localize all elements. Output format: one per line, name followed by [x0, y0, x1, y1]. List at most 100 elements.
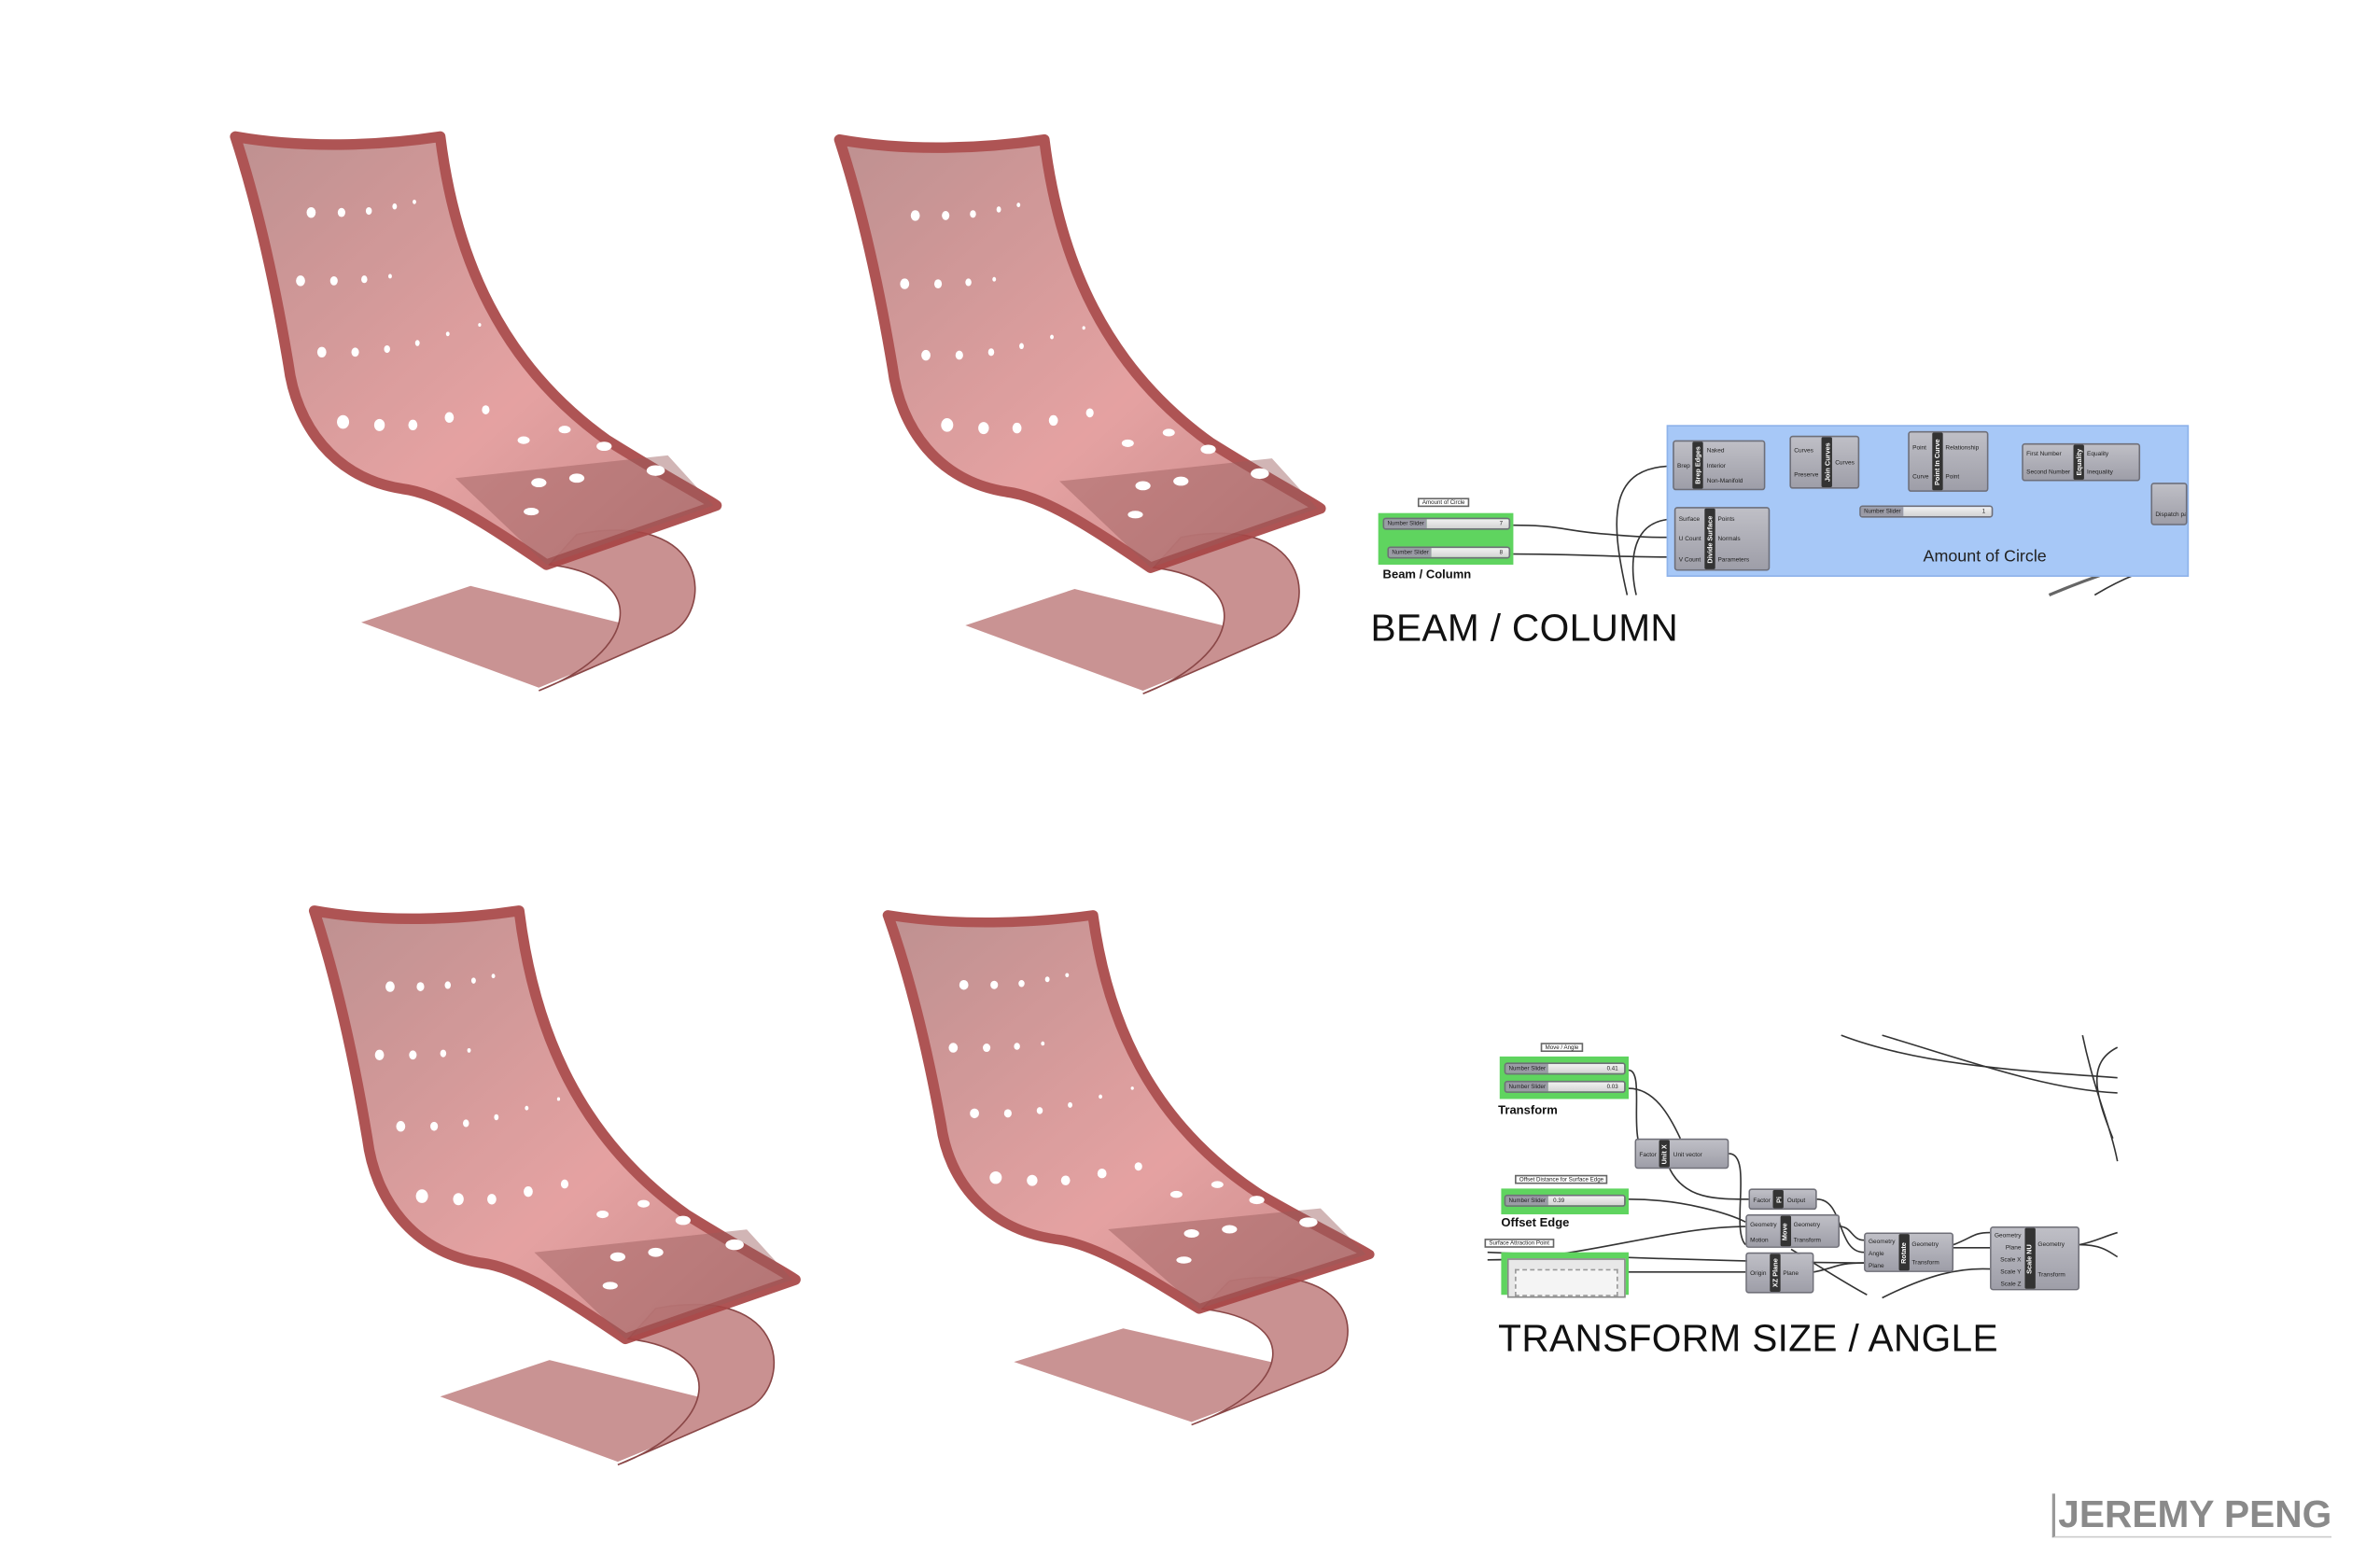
input-motion: Motion	[1750, 1234, 1769, 1243]
input-brep: Brep	[1677, 461, 1690, 469]
input-plane: Plane	[2005, 1242, 2022, 1251]
attraction-point-graph[interactable]	[1506, 1258, 1626, 1298]
slider-label: Number Slider	[1505, 1064, 1549, 1073]
node-name: Pi	[1774, 1196, 1783, 1203]
output-inequality: Inequality	[2087, 467, 2113, 475]
output-relationship: Relationship	[1945, 442, 1980, 452]
tooltip-attraction-point: Surface Attraction Point	[1484, 1239, 1554, 1248]
node-name: Unit X	[1660, 1143, 1669, 1164]
node-name: Rotate	[1899, 1241, 1908, 1264]
slider-label: Number Slider	[1384, 519, 1428, 528]
chair-render-4	[888, 915, 1369, 1424]
output-transform: Transform	[1911, 1257, 1939, 1266]
input-preserve: Preserve	[1794, 470, 1819, 479]
input-curves: Curves	[1794, 445, 1813, 454]
output-output: Output	[1786, 1195, 1806, 1203]
node-name: Point In Curve	[1933, 438, 1941, 485]
input-plane: Plane	[1868, 1260, 1884, 1268]
output-normals: Normals	[1717, 535, 1741, 543]
slider-label: Number Slider	[1505, 1082, 1549, 1092]
input-scale-y: Scale Y	[2000, 1267, 2022, 1275]
node-unit-x[interactable]: Factor Unit X Unit vector	[1634, 1138, 1729, 1170]
slider-value[interactable]: 0.03	[1548, 1082, 1625, 1092]
output-geometry: Geometry	[1793, 1219, 1821, 1227]
input-angle: Angle	[1868, 1248, 1884, 1256]
node-name: Move	[1781, 1222, 1789, 1240]
output-geometry: Geometry	[2037, 1239, 2065, 1248]
node-name: Brep Edges	[1694, 446, 1702, 484]
output-parameters: Parameters	[1717, 554, 1750, 564]
output-geometry: Geometry	[1911, 1239, 1939, 1248]
chair-render-2	[839, 140, 1321, 694]
slider-value[interactable]: 0.41	[1548, 1064, 1625, 1073]
input-surface: Surface	[1678, 514, 1701, 523]
slider-value[interactable]: 0.39	[1548, 1196, 1625, 1206]
slider-value[interactable]: 7	[1427, 519, 1509, 528]
chair-render-3	[315, 911, 796, 1465]
transform-label: Transform	[1498, 1103, 1558, 1117]
tooltip-amount-of-circle: Amount of Circle	[1417, 497, 1470, 508]
node-name: Divide Surface	[1705, 514, 1714, 563]
node-name: Scale NU	[2025, 1243, 2034, 1274]
slider-label: Number Slider	[1505, 1196, 1549, 1206]
graph-grid	[1515, 1268, 1618, 1296]
input-first-number: First Number	[2026, 449, 2062, 457]
node-name: XZ Plane	[1771, 1258, 1779, 1288]
input-scale-z: Scale Z	[2000, 1279, 2022, 1287]
output-point: Point	[1945, 471, 1960, 480]
node-xz-plane[interactable]: Origin XZ Plane Plane	[1745, 1252, 1814, 1294]
output-transform: Transform	[2037, 1269, 2065, 1278]
output-equality: Equality	[2087, 449, 2109, 457]
input-geometry: Geometry	[1994, 1230, 2022, 1239]
node-divide-surface[interactable]: Surface U Count V Count Divide Surface Poi…	[1673, 507, 1771, 571]
input-curve: Curve	[1912, 471, 1929, 480]
node-name: Equality	[2075, 448, 2083, 476]
output-transform: Transform	[1793, 1234, 1821, 1243]
offset-edge-label: Offset Edge	[1501, 1215, 1570, 1230]
title-transform-size-angle: TRANSFORM SIZE / ANGLE	[1498, 1317, 1998, 1361]
slider-label: Number Slider	[1389, 548, 1433, 557]
output-interior: Interior	[1706, 461, 1726, 469]
title-beam-column: BEAM / COLUMN	[1370, 607, 1679, 651]
input-point: Point	[1912, 442, 1926, 452]
tooltip-offset-distance: Offset Distance for Surface Edge	[1515, 1174, 1608, 1184]
output-plane: Plane	[1783, 1268, 1799, 1277]
node-dispatch[interactable]: Dispatch pa	[2150, 483, 2188, 525]
input-v-count: V Count	[1678, 554, 1701, 564]
output-unit-vector: Unit vector	[1673, 1149, 1702, 1158]
input-geometry: Geometry	[1868, 1236, 1896, 1244]
chair-render-1	[235, 136, 717, 691]
slider-value[interactable]: 1	[1903, 507, 1992, 516]
input-geometry: Geometry	[1750, 1219, 1777, 1227]
slider-value[interactable]: 8	[1432, 548, 1509, 557]
input-u-count: U Count	[1678, 535, 1701, 543]
input-factor: Factor	[1639, 1149, 1657, 1158]
input-second-number: Second Number	[2026, 467, 2071, 475]
beam-column-label: Beam / Column	[1382, 567, 1472, 581]
input-scale-x: Scale X	[2000, 1254, 2022, 1263]
slider-label: Number Slider	[1860, 507, 1904, 516]
node-pi[interactable]: Factor Pi Output	[1748, 1188, 1817, 1211]
output-points: Points	[1717, 514, 1735, 523]
output-curves: Curves	[1835, 458, 1855, 467]
input-origin: Origin	[1750, 1268, 1767, 1277]
node-name: Join Curves	[1823, 442, 1831, 483]
author-signature: JEREMY PENG	[2051, 1493, 2332, 1538]
input-factor: Factor	[1753, 1195, 1771, 1203]
group-label: Amount of Circle	[1923, 548, 2047, 567]
